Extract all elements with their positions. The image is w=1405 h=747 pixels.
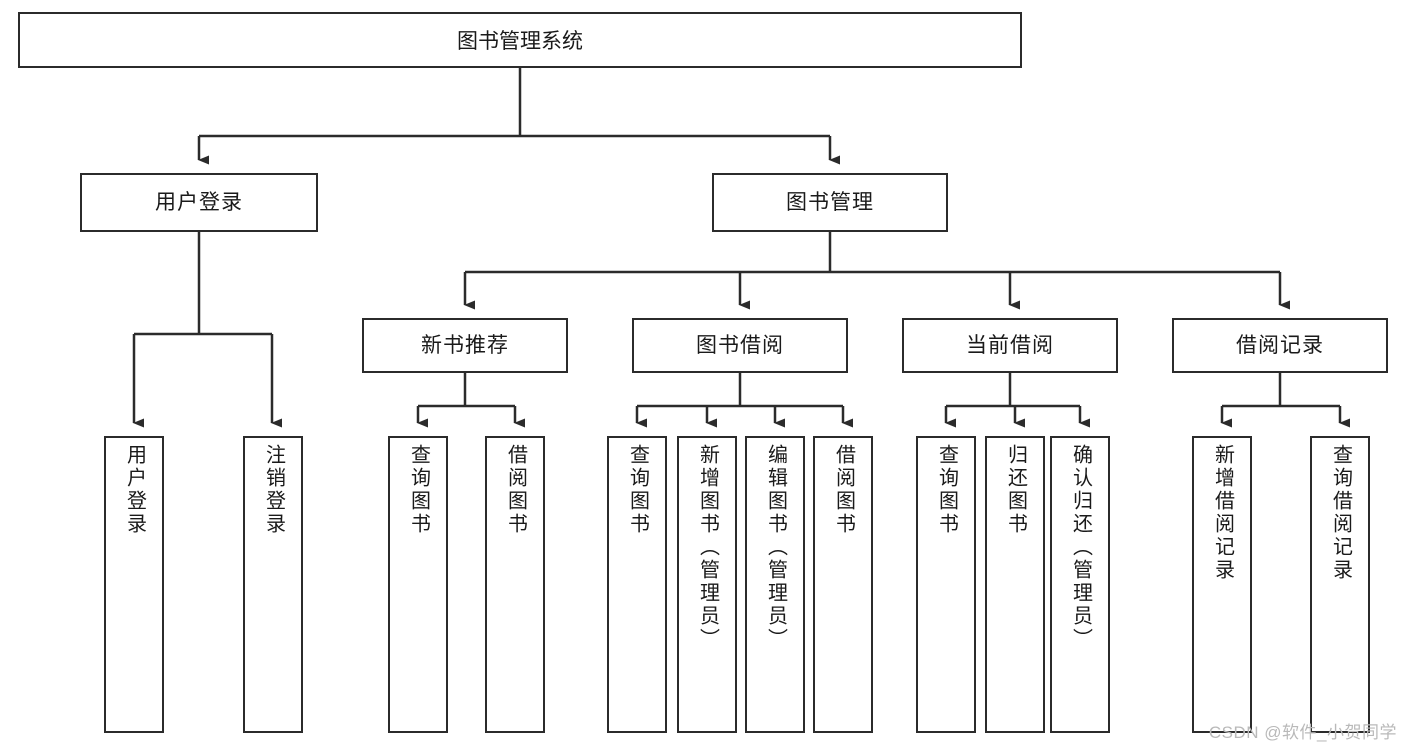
node-label: 图书管理 (786, 190, 874, 214)
node-label: 当前借阅 (966, 333, 1054, 357)
node-label: 图书管理系统 (457, 30, 583, 53)
node-label: 编辑图书（管理员） (764, 444, 787, 651)
node-leaf-edit-book-admin[interactable]: 编辑图书（管理员） (745, 436, 805, 733)
node-label: 用户登录 (155, 190, 243, 214)
node-leaf-add-book-admin[interactable]: 新增图书（管理员） (677, 436, 737, 733)
node-label: 注销登录 (262, 444, 285, 536)
node-leaf-user-login[interactable]: 用户登录 (104, 436, 164, 733)
node-leaf-logout-login[interactable]: 注销登录 (243, 436, 303, 733)
node-label: 归还图书 (1004, 444, 1027, 536)
node-label: 查询图书 (935, 444, 958, 536)
node-leaf-query-borrow-record[interactable]: 查询借阅记录 (1310, 436, 1370, 733)
node-label: 查询图书 (626, 444, 649, 536)
csdn-watermark: CSDN @软件_小贺同学 (1208, 723, 1397, 742)
node-label: 借阅记录 (1236, 333, 1324, 357)
node-label: 新增图书（管理员） (696, 444, 719, 651)
node-root-system[interactable]: 图书管理系统 (18, 12, 1022, 68)
node-borrow-record[interactable]: 借阅记录 (1172, 318, 1388, 373)
node-leaf-confirm-return-admin[interactable]: 确认归还（管理员） (1050, 436, 1110, 733)
node-book-management[interactable]: 图书管理 (712, 173, 948, 232)
node-leaf-query-book-new[interactable]: 查询图书 (388, 436, 448, 733)
node-new-book-recommend[interactable]: 新书推荐 (362, 318, 568, 373)
node-user-login[interactable]: 用户登录 (80, 173, 318, 232)
node-leaf-return-book[interactable]: 归还图书 (985, 436, 1045, 733)
node-label: 新书推荐 (421, 333, 509, 357)
node-leaf-query-book-current[interactable]: 查询图书 (916, 436, 976, 733)
node-label: 查询借阅记录 (1329, 444, 1352, 582)
node-leaf-borrow-book[interactable]: 借阅图书 (813, 436, 873, 733)
node-label: 图书借阅 (696, 333, 784, 357)
node-leaf-query-book-borrow[interactable]: 查询图书 (607, 436, 667, 733)
node-label: 查询图书 (407, 444, 430, 536)
node-label: 新增借阅记录 (1211, 444, 1234, 582)
node-label: 确认归还（管理员） (1069, 444, 1092, 651)
node-label: 借阅图书 (832, 444, 855, 536)
node-leaf-borrow-book-new[interactable]: 借阅图书 (485, 436, 545, 733)
node-leaf-add-borrow-record[interactable]: 新增借阅记录 (1192, 436, 1252, 733)
node-current-borrow[interactable]: 当前借阅 (902, 318, 1118, 373)
node-book-borrow[interactable]: 图书借阅 (632, 318, 848, 373)
node-label: 用户登录 (123, 444, 146, 536)
node-label: 借阅图书 (504, 444, 527, 536)
